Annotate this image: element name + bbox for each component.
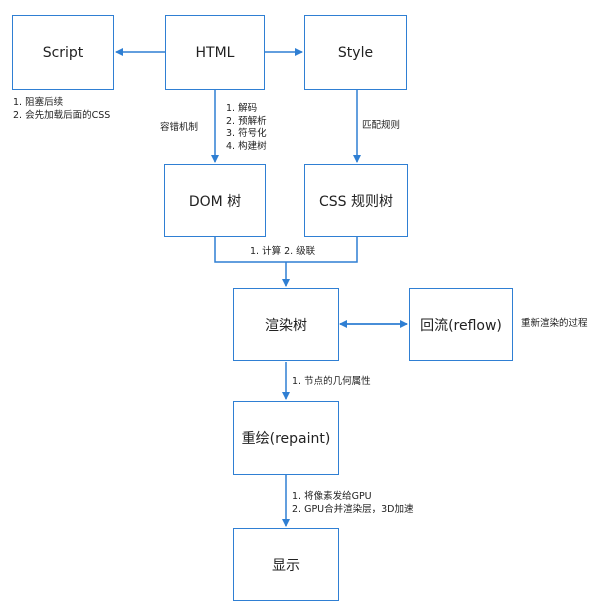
reflow-description: 重新渲染的过程 bbox=[521, 318, 588, 329]
html-step-3: 3. 符号化 bbox=[226, 128, 267, 139]
node-html: HTML bbox=[165, 15, 265, 90]
html-steps: 1. 解码 2. 预解析 3. 符号化 4. 构建树 bbox=[226, 103, 267, 153]
compute-cascade-label: 1. 计算 2. 级联 bbox=[250, 246, 316, 257]
node-script: Script bbox=[12, 15, 114, 90]
geometry-label: 1. 节点的几何属性 bbox=[292, 376, 371, 387]
fault-tolerance-label: 容错机制 bbox=[160, 122, 199, 133]
node-reflow: 回流(reflow) bbox=[409, 288, 513, 361]
node-repaint: 重绘(repaint) bbox=[233, 401, 339, 475]
node-render-tree: 渲染树 bbox=[233, 288, 339, 361]
node-display: 显示 bbox=[233, 528, 339, 601]
match-rules-label: 匹配规则 bbox=[362, 120, 401, 131]
gpu-steps: 1. 将像素发给GPU 2. GPU合并渲染层，3D加速 bbox=[292, 491, 414, 516]
node-dom-tree: DOM 树 bbox=[164, 164, 266, 237]
html-step-4: 4. 构建树 bbox=[226, 140, 267, 152]
gpu-step-1: 1. 将像素发给GPU bbox=[292, 491, 372, 502]
node-css-rule-tree: CSS 规则树 bbox=[304, 164, 408, 237]
html-step-2: 2. 预解析 bbox=[226, 115, 267, 127]
node-style: Style bbox=[304, 15, 407, 90]
script-note-1: 1. 阻塞后续 bbox=[13, 97, 64, 108]
gpu-step-2: 2. GPU合并渲染层，3D加速 bbox=[292, 503, 414, 515]
html-step-1: 1. 解码 bbox=[226, 103, 258, 114]
script-notes: 1. 阻塞后续 2. 会先加载后面的CSS bbox=[13, 97, 110, 122]
script-note-2: 2. 会先加载后面的CSS bbox=[13, 109, 111, 121]
